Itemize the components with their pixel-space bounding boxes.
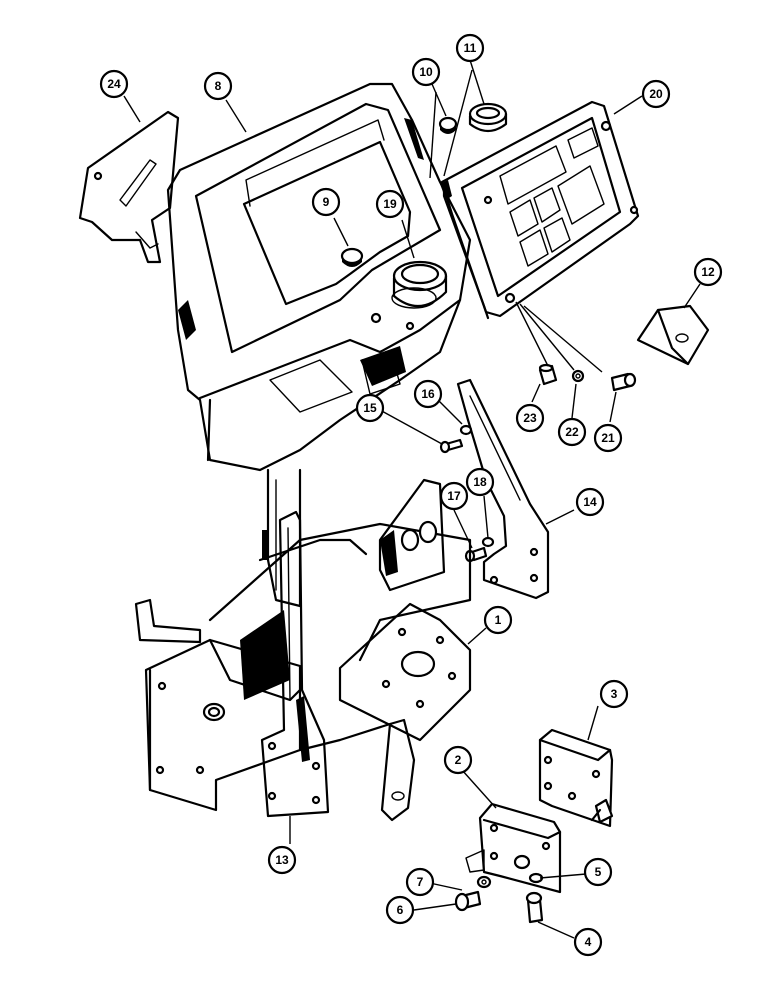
- callout-24: 24: [99, 69, 129, 99]
- svg-text:14: 14: [583, 495, 597, 509]
- part-1-support-frame: [134, 468, 472, 822]
- callout-2: 2: [443, 745, 473, 775]
- callout-11: 11: [455, 33, 485, 63]
- svg-text:15: 15: [363, 401, 377, 415]
- svg-text:20: 20: [649, 87, 663, 101]
- svg-text:4: 4: [585, 935, 592, 949]
- callout-4: 4: [573, 927, 603, 957]
- part-23-spacer: [538, 363, 558, 386]
- part-11-grommet: [468, 102, 508, 133]
- callout-14: 14: [575, 487, 605, 517]
- svg-text:18: 18: [473, 475, 487, 489]
- svg-text:8: 8: [215, 79, 222, 93]
- svg-text:1: 1: [495, 613, 502, 627]
- svg-text:3: 3: [611, 687, 618, 701]
- part-15-bolt: [439, 438, 464, 454]
- part-10-plug: [438, 116, 458, 134]
- callout-22: 22: [557, 417, 587, 447]
- svg-text:12: 12: [701, 265, 715, 279]
- callout-12: 12: [693, 257, 723, 287]
- callout-5: 5: [583, 857, 613, 887]
- callout-15: 15: [355, 393, 385, 423]
- part-16-washer: [459, 424, 473, 436]
- svg-text:17: 17: [447, 489, 461, 503]
- svg-text:13: 13: [275, 853, 289, 867]
- callout-21: 21: [593, 423, 623, 453]
- part-8-dash-cowl: [166, 82, 472, 472]
- callout-17: 17: [439, 481, 469, 511]
- svg-text:23: 23: [523, 411, 537, 425]
- callout-3: 3: [599, 679, 629, 709]
- callout-9: 9: [311, 187, 341, 217]
- part-6-bolt: [454, 890, 482, 912]
- leader-lines: [123, 59, 701, 939]
- svg-text:2: 2: [455, 753, 462, 767]
- part-19-gauge-ring: [391, 260, 448, 309]
- callout-13: 13: [267, 845, 297, 875]
- part-3-bracket-plate: [538, 728, 614, 828]
- part-24-rear-plate: [78, 110, 180, 264]
- callout-6: 6: [385, 895, 415, 925]
- part-12-switch: [636, 304, 710, 366]
- callout-10: 10: [411, 57, 441, 87]
- svg-text:16: 16: [421, 387, 435, 401]
- svg-text:21: 21: [601, 431, 615, 445]
- callout-16: 16: [413, 379, 443, 409]
- part-13-vertical-bracket: [260, 510, 330, 818]
- part-2-bracket: [465, 802, 562, 894]
- svg-text:9: 9: [323, 195, 330, 209]
- callout-7: 7: [405, 867, 435, 897]
- svg-text:19: 19: [383, 197, 397, 211]
- svg-text:24: 24: [107, 77, 121, 91]
- part-4-bolt: [525, 891, 544, 924]
- callout-20: 20: [641, 79, 671, 109]
- part-18-washer: [481, 536, 495, 548]
- part-22-washer: [571, 369, 585, 383]
- callout-1: 1: [483, 605, 513, 635]
- callout-18: 18: [465, 467, 495, 497]
- svg-text:22: 22: [565, 425, 579, 439]
- part-20-instrument-cluster: [440, 100, 640, 320]
- svg-text:6: 6: [397, 903, 404, 917]
- callout-23: 23: [515, 403, 545, 433]
- svg-text:10: 10: [419, 65, 433, 79]
- part-7-washer: [476, 875, 492, 889]
- callout-8: 8: [203, 71, 233, 101]
- svg-text:11: 11: [464, 41, 477, 55]
- svg-text:7: 7: [417, 875, 424, 889]
- part-21-screw: [610, 372, 637, 392]
- part-9-plug: [340, 247, 364, 267]
- callout-19: 19: [375, 189, 405, 219]
- svg-text:5: 5: [595, 865, 602, 879]
